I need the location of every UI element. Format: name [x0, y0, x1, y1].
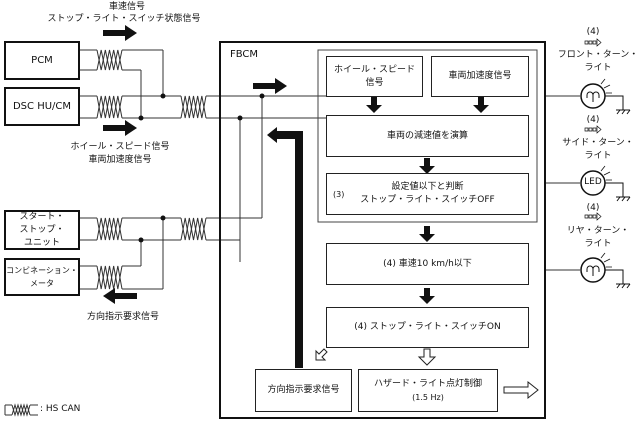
- rear-turn-light-label: リヤ・ターン・ ライト: [566, 226, 630, 249]
- arrow-down-icon: [419, 288, 435, 304]
- dsc-signal-label-2: 車両加速度信号: [88, 155, 152, 165]
- twisted-pair-icon: [96, 265, 123, 290]
- arrow-down-icon: [473, 97, 489, 113]
- combination-meter-label: コンビネーション・ メータ: [6, 266, 78, 288]
- side-turn-tag: (4): [586, 115, 600, 125]
- twisted-pair-icon: [180, 95, 207, 119]
- arrow-right-icon: [103, 120, 137, 136]
- junction-dot: [237, 115, 243, 121]
- arrow-down-icon: [366, 97, 382, 113]
- speed-below-10-label: (4) 車速10 km/h以下: [383, 258, 472, 269]
- calc-decel-label: 車両の減速値を演算: [386, 130, 468, 141]
- fbcm-frame: [219, 41, 546, 419]
- start-stop-unit-label: スタート・ ストップ・ ユニット: [19, 211, 65, 248]
- junction-dot: [259, 93, 265, 99]
- twisted-pair-icon: [180, 95, 207, 119]
- hazard-control-box: ハザード・ライト点灯制御 (1.5 Hz): [358, 369, 498, 412]
- hollow-arrow-right-icon: [503, 380, 539, 400]
- pcm-label: PCM: [31, 55, 53, 66]
- hs-can-legend-label: : HS CAN: [40, 404, 81, 414]
- dsc-label: DSC HU/CM: [12, 101, 72, 112]
- vehicle-accel-signal-box: 車両加速度信号: [431, 56, 529, 97]
- front-turn-light-label: フロント・ターン・ ライト: [557, 50, 639, 73]
- signal-arrow-icon: [584, 125, 602, 134]
- arrow-left-icon: [103, 288, 137, 304]
- junction-dot: [160, 93, 166, 99]
- hazard-control-line1: ハザード・ライト点灯制御: [373, 378, 482, 389]
- calc-decel-box: 車両の減速値を演算: [326, 115, 529, 157]
- arrow-right-icon: [103, 25, 137, 41]
- dsc-box: DSC HU/CM: [4, 87, 80, 126]
- side-turn-light-label: サイド・ターン・ ライト: [562, 138, 634, 161]
- pcm-signal-label-2: ストップ・ライト・スイッチ状態信号: [47, 14, 201, 24]
- pcm-signal-label-1: 車速信号: [108, 2, 145, 12]
- stop-light-switch-on-box: (4) ストップ・ライト・スイッチON: [326, 307, 529, 348]
- hollow-arrow-diag-icon: [315, 348, 328, 361]
- start-stop-unit-box: スタート・ ストップ・ ユニット: [4, 210, 80, 250]
- twisted-pair-icon: [96, 265, 123, 290]
- hollow-arrow-down-icon: [417, 348, 437, 366]
- speed-below-10-box: (4) 車速10 km/h以下: [326, 243, 529, 285]
- bulb-lamp-icon: [580, 212, 631, 289]
- hs-can-legend-icon: [4, 403, 38, 417]
- wheel-speed-signal-label: ホイール・スピード 信号: [333, 64, 415, 88]
- decel-group-frame: [317, 49, 538, 223]
- twisted-pair-icon: [180, 217, 207, 241]
- front-turn-tag: (4): [586, 27, 600, 37]
- fbcm-label: FBCM: [230, 49, 259, 60]
- twisted-pair-icon: [96, 217, 123, 241]
- twisted-pair-icon: [180, 217, 207, 241]
- arrow-right-icon: [253, 78, 287, 94]
- step3-box: 設定値以下と判断 ストップ・ライト・スイッチOFF: [326, 173, 529, 215]
- turn-request-box: 方向指示要求信号: [255, 369, 352, 412]
- arrow-down-icon: [419, 226, 435, 242]
- led-lamp-icon: [580, 125, 631, 202]
- twisted-pair-icon: [96, 95, 123, 119]
- meter-signal-label: 方向指示要求信号: [86, 312, 159, 322]
- stop-light-switch-on-label: (4) ストップ・ライト・スイッチON: [354, 322, 501, 332]
- twisted-pair-icon: [96, 217, 123, 241]
- signal-arrow-icon: [584, 38, 602, 47]
- arrow-down-icon: [419, 158, 435, 174]
- junction-dot: [138, 115, 144, 121]
- junction-dot: [160, 215, 166, 221]
- twisted-pair-icon: [96, 49, 123, 71]
- hazard-control-line2: (1.5 Hz): [412, 392, 444, 402]
- dsc-signal-label-1: ホイール・スピード信号: [70, 142, 170, 152]
- twisted-pair-icon: [96, 49, 123, 71]
- wheel-speed-signal-box: ホイール・スピード 信号: [326, 56, 423, 97]
- pcm-box: PCM: [4, 41, 80, 80]
- combination-meter-box: コンビネーション・ メータ: [4, 258, 80, 296]
- rear-turn-tag: (4): [586, 203, 600, 213]
- vehicle-accel-signal-label: 車両加速度信号: [448, 71, 512, 81]
- signal-arrow-icon: [584, 212, 602, 221]
- junction-dot: [138, 237, 144, 243]
- bulb-lamp-icon: [580, 38, 631, 115]
- led-symbol-text: LED: [584, 177, 602, 187]
- feedback-arrow-icon: [267, 127, 303, 368]
- step3-line2: ストップ・ライト・スイッチOFF: [360, 195, 495, 205]
- step3-tag: (3): [333, 190, 345, 199]
- twisted-pair-icon: [96, 95, 123, 119]
- step3-line1: 設定値以下と判断: [391, 182, 464, 192]
- turn-request-label: 方向指示要求信号: [267, 385, 340, 395]
